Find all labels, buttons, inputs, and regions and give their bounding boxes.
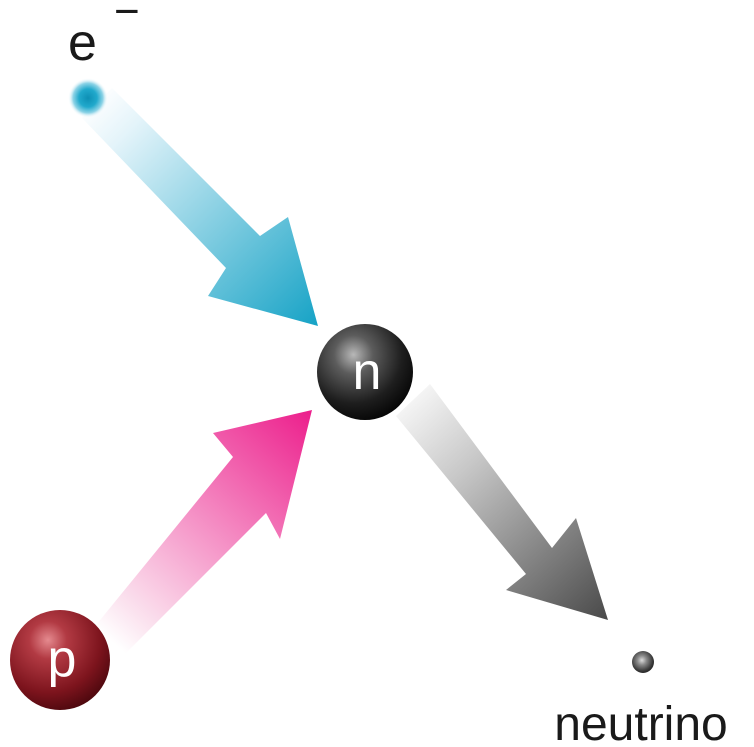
neutron-ball	[317, 324, 413, 420]
electron-symbol: e	[68, 14, 97, 72]
neutrino-particle	[632, 651, 654, 673]
electron-label: e	[68, 14, 97, 72]
proton-letter: p	[48, 630, 77, 688]
neutrino-arrow	[396, 384, 608, 620]
electron-arrow	[82, 88, 318, 326]
proton-arrow	[96, 410, 312, 655]
proton-ball	[10, 610, 110, 710]
electron-particle	[68, 78, 108, 118]
electron-charge: −	[114, 0, 140, 36]
neutrino-label: neutrino	[554, 698, 727, 747]
neutron-letter: n	[353, 343, 382, 401]
